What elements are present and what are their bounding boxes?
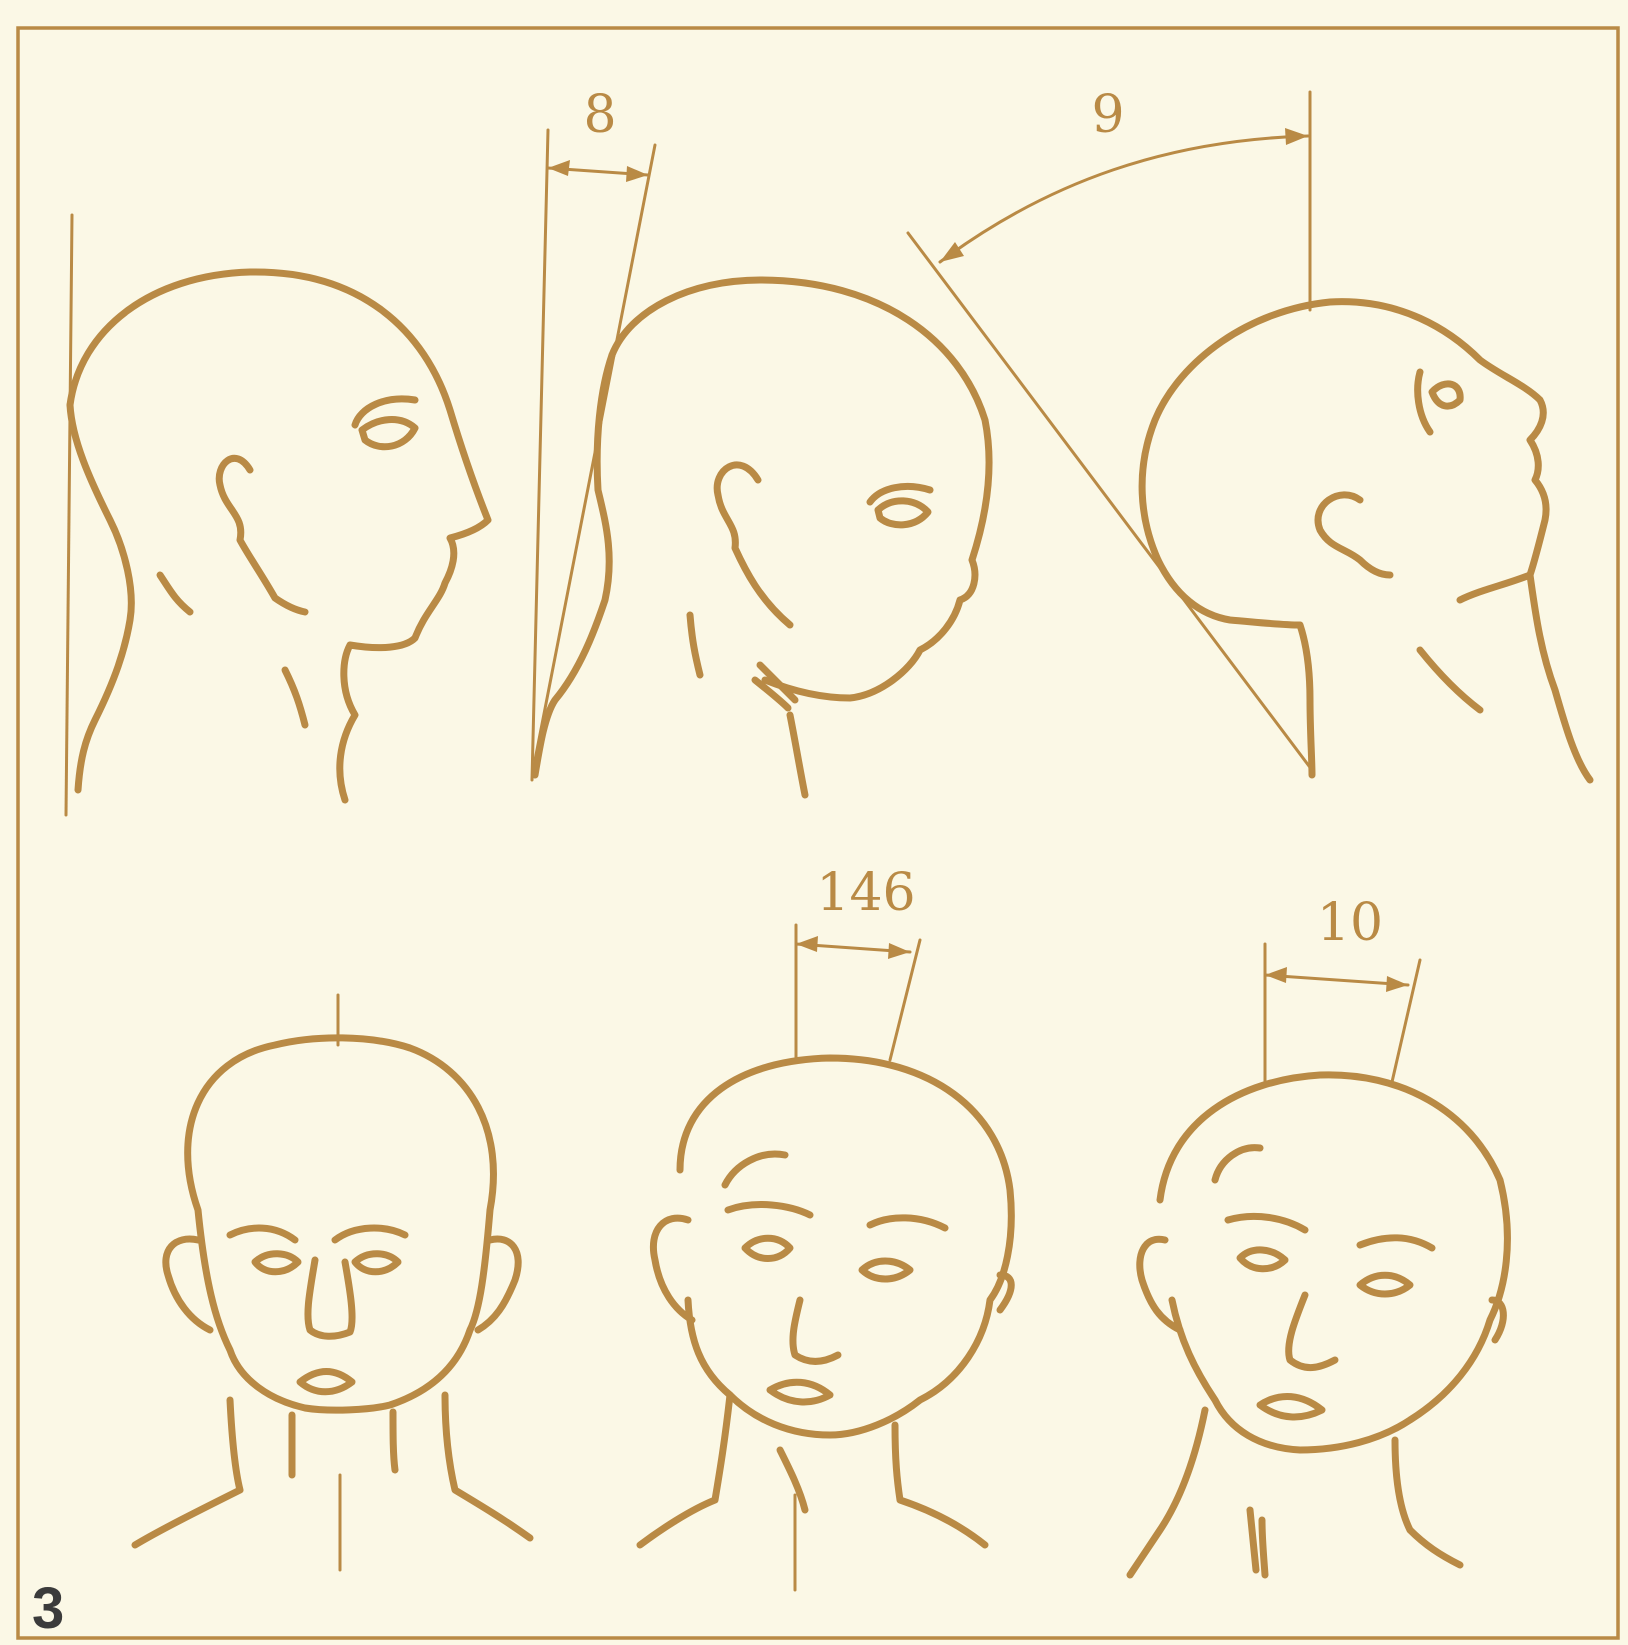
arrow-head-right [1386, 976, 1408, 992]
brows [725, 1154, 945, 1228]
extension-angle-line [908, 233, 1312, 770]
profile-head-flexion: 8 [532, 85, 989, 795]
arrow-head-right [888, 943, 910, 959]
neck-shoulder-right [1395, 1440, 1460, 1565]
ear-jaw-outline [717, 465, 790, 625]
eye-left [1240, 1250, 1285, 1269]
flexion-angle-label: 8 [583, 85, 616, 145]
eye [1432, 384, 1460, 406]
flexion-vertical-line [532, 130, 548, 780]
nose [1289, 1295, 1335, 1368]
arrow-head-left [548, 160, 570, 176]
profile-head-neutral [66, 215, 488, 815]
neck-line-back [160, 575, 190, 612]
reference-vertical-line [66, 215, 72, 815]
eye-right [1360, 1275, 1410, 1294]
throat-outline [1460, 575, 1590, 780]
neck-shoulder-left [1130, 1410, 1205, 1575]
rotation-angle-line [890, 940, 920, 1060]
eye-left [255, 1254, 298, 1272]
face-outline [680, 1058, 1011, 1435]
extension-angle-label: 9 [1091, 85, 1124, 145]
tilt-angle-label: 10 [1317, 893, 1383, 953]
arrow-head-left [1265, 967, 1287, 983]
eye-left [745, 1238, 790, 1258]
face-outline [188, 1038, 494, 1410]
arrow-head-right [626, 166, 648, 182]
eye [362, 420, 415, 447]
rotation-angle-label: 146 [816, 863, 915, 923]
nose [308, 1260, 352, 1336]
face-outline [1160, 1075, 1507, 1450]
head-outline [1142, 302, 1546, 575]
mouth [770, 1382, 830, 1402]
frontal-head-rotation: 146 [640, 863, 1011, 1590]
nose [793, 1300, 838, 1361]
arrow-head-right [1285, 128, 1308, 145]
brow [1418, 372, 1430, 432]
neck-line-front [790, 715, 805, 795]
eye-right [355, 1254, 398, 1272]
extension-angle-arc [940, 136, 1308, 262]
neck-shoulder-left [640, 1395, 730, 1545]
neck-line-front [285, 670, 305, 725]
neck-shoulder-right [445, 1395, 530, 1538]
profile-head-extension: 9 [908, 85, 1590, 780]
ear [1318, 495, 1390, 575]
brows [230, 1228, 405, 1240]
eye-right [862, 1261, 910, 1279]
arrow-head-left [796, 936, 818, 952]
eye [878, 501, 928, 525]
ear-jaw-outline [219, 458, 305, 612]
neck-shoulder-left [135, 1400, 240, 1545]
neck-lines [292, 1412, 395, 1475]
back-of-head-outline [70, 405, 131, 790]
frontal-head-tilt: 10 [1130, 893, 1507, 1575]
arrow-head-left [940, 242, 964, 262]
neck-shoulder-right [895, 1425, 985, 1545]
neck-line [780, 1450, 805, 1510]
neck-lines [1250, 1510, 1265, 1575]
mouth [1260, 1396, 1322, 1417]
tilt-angle-line [1392, 960, 1420, 1082]
mouth [300, 1372, 352, 1392]
neck-line [1420, 650, 1480, 710]
neck-line-back [690, 615, 700, 675]
figure-number: 3 [32, 1576, 64, 1641]
brows [1215, 1148, 1432, 1248]
frontal-head-neutral [135, 995, 530, 1570]
head-outline [70, 272, 488, 800]
